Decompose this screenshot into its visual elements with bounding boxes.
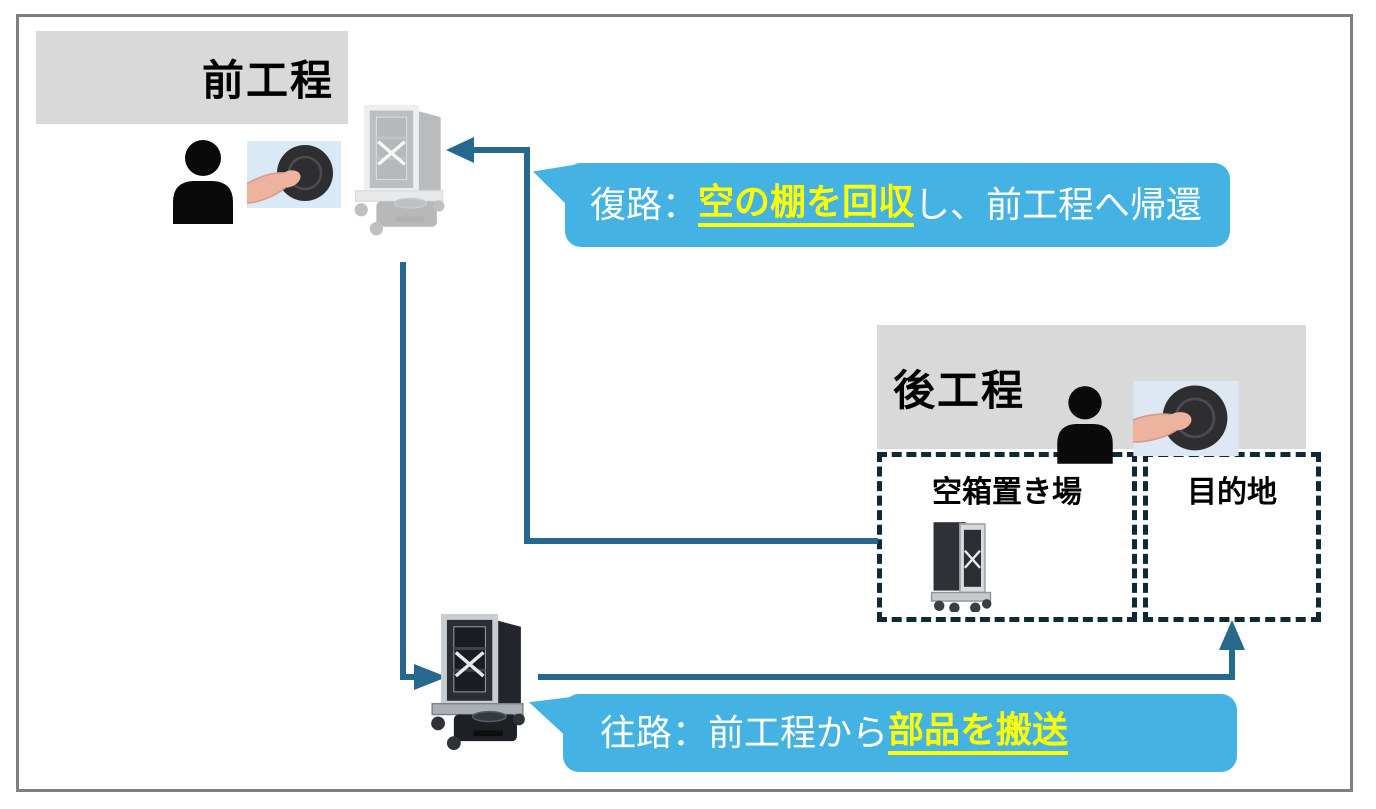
previous-process-label: 前工程 — [201, 57, 334, 104]
outbound-callout: 往路：前工程から部品を搬送 — [563, 694, 1237, 772]
next-process-label: 後工程 — [893, 366, 1026, 414]
outbound-callout-prefix: 往路：前工程から — [600, 712, 889, 753]
call-button-icon — [1133, 381, 1239, 456]
destination-zone-label: 目的地 — [1187, 476, 1277, 509]
person-icon — [163, 138, 243, 224]
return-callout-suffix: し、前工程へ帰還 — [914, 184, 1203, 225]
person-icon — [1048, 382, 1122, 466]
amr-robot-ghost-icon — [348, 100, 452, 242]
previous-process-box: 前工程 — [36, 31, 348, 124]
return-callout-highlight: 空の棚を回収 — [698, 183, 915, 227]
empty-box-zone-label: 空箱置き場 — [932, 476, 1082, 509]
slide-border — [16, 14, 1353, 792]
empty-shelf-cart-icon — [924, 516, 1000, 612]
return-callout-prefix: 復路： — [590, 184, 699, 225]
amr-robot-icon — [421, 613, 536, 753]
call-button-icon — [247, 141, 341, 208]
destination-zone: 目的地 — [1143, 452, 1321, 622]
outbound-callout-highlight: 部品を搬送 — [888, 711, 1069, 755]
empty-box-zone: 空箱置き場 — [877, 452, 1137, 622]
return-callout: 復路：空の棚を回収し、前工程へ帰還 — [565, 163, 1230, 247]
